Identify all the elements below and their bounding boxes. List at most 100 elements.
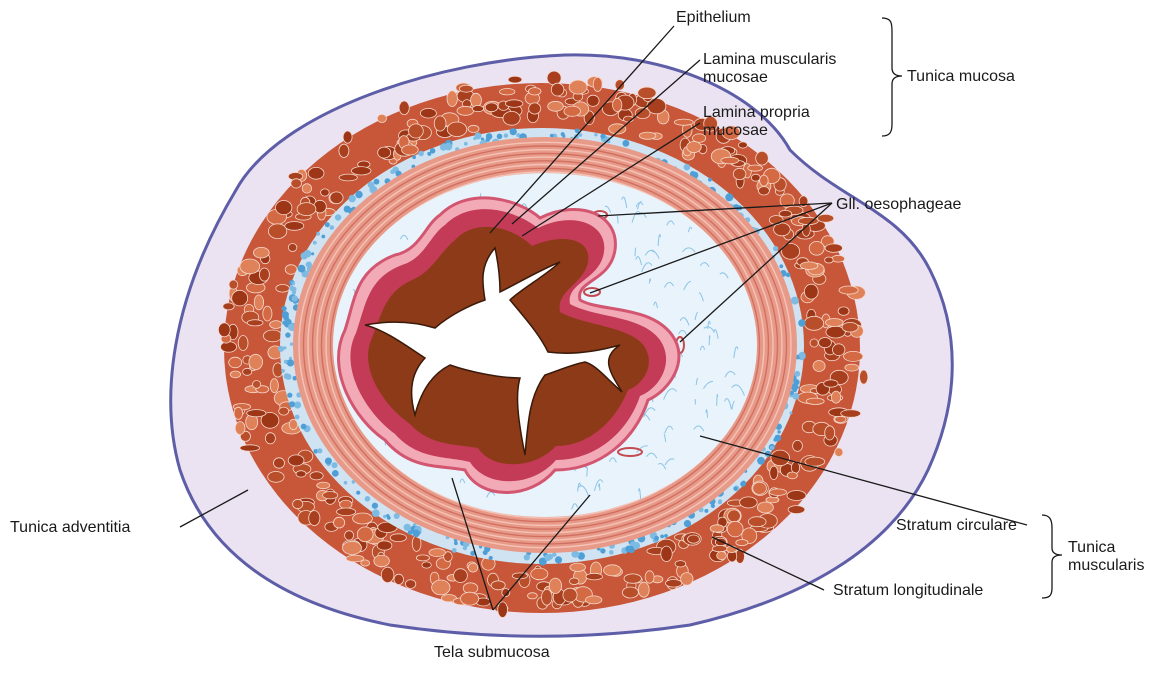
muscle-bundle [468,563,478,572]
connective-dot [660,535,664,539]
muscle-bundle [288,455,304,466]
connective-dot [356,491,360,495]
muscle-bundle [263,330,282,342]
muscle-bundle [378,147,391,158]
muscle-bundle [409,124,424,138]
muscle-bundle [748,165,763,171]
muscle-bundle [688,535,700,543]
muscle-bundle [753,482,767,494]
connective-dot [332,470,339,477]
muscle-bundle [528,88,541,95]
connective-dot [430,148,436,154]
connective-dot [291,287,297,293]
connective-dot [427,152,430,155]
connective-dot [284,360,288,364]
muscle-bundle [563,588,577,602]
muscle-bundle [432,580,450,595]
connective-dot [440,144,447,151]
muscle-bundle [402,145,419,155]
muscle-bundle [645,571,654,583]
muscle-bundle [586,596,602,604]
muscle-bundle [310,472,323,480]
label-gll-oesophageae: Gll. oesophageae [836,195,961,214]
muscle-bundle [270,321,283,329]
muscle-bundle [587,95,599,106]
connective-dot [600,548,605,553]
muscle-bundle [276,285,290,293]
muscle-bundle [586,573,603,580]
connective-dot [600,134,605,139]
connective-dot [390,169,395,174]
muscle-bundle [727,521,743,537]
connective-dot [454,541,458,545]
connective-dot [524,554,530,560]
connective-dot [497,134,503,140]
muscle-bundle [268,472,284,483]
muscle-bundle [461,592,479,605]
connective-dot [365,496,371,502]
muscle-bundle [613,98,622,111]
muscle-bundle [308,167,324,179]
muscle-bundle [817,214,833,222]
muscle-bundle [770,466,778,479]
muscle-bundle [604,565,621,576]
muscle-bundle [230,371,240,378]
muscle-bundle [337,508,356,516]
connective-dot [325,222,330,227]
connective-dot [798,319,805,326]
muscle-bundle [712,545,727,551]
muscle-bundle [825,244,842,253]
muscle-bundle [330,192,343,204]
muscle-bundle [447,91,457,107]
muscle-bundle [447,122,467,137]
label-lamina-propria-line2: mucosae [703,121,768,140]
muscle-bundle [825,426,835,440]
muscle-bundle [274,458,285,468]
muscle-bundle [638,582,649,597]
muscle-bundle [615,80,624,91]
muscle-bundle [736,540,748,546]
muscle-bundle [681,573,693,586]
muscle-bundle [787,472,797,479]
connective-dot [311,252,314,255]
muscle-bundle [247,320,263,326]
muscle-bundle [276,201,292,215]
connective-dot [795,385,799,389]
muscle-bundle [728,510,741,522]
muscle-bundle [485,103,498,112]
connective-dot [306,262,312,268]
connective-dot [633,542,640,549]
muscle-bundle [221,342,237,353]
muscle-bundle [374,555,390,567]
connective-dot [285,374,291,380]
connective-dot [794,371,800,377]
muscle-bundle [416,555,429,561]
muscle-bundle [738,142,747,148]
muscle-bundle [528,593,538,599]
muscle-bundle [270,379,278,393]
muscle-bundle [810,339,818,347]
muscle-bundle [293,499,303,508]
muscle-bundle [570,563,586,571]
connective-dot [452,548,457,553]
connective-dot [777,430,780,433]
muscle-bundle [757,502,773,513]
muscle-bundle [624,574,641,583]
muscle-bundle [832,255,845,262]
connective-dot [779,264,783,268]
muscle-bundle [793,440,803,451]
label-tela-submucosa: Tela submucosa [434,643,550,662]
connective-dot [594,133,597,136]
connective-dot [609,550,614,555]
muscle-bundle [717,552,727,560]
connective-dot [292,295,298,301]
label-lamina-propria-line1: Lamina propria [703,103,810,122]
muscle-bundle [334,517,345,528]
muscle-bundle [860,370,868,384]
muscle-bundle [434,116,446,131]
muscle-bundle [826,319,844,327]
label-stratum-longitudinale: Stratum longitudinale [833,581,983,600]
connective-dot [383,515,386,518]
connective-dot [654,536,659,541]
muscle-bundle [833,344,845,356]
